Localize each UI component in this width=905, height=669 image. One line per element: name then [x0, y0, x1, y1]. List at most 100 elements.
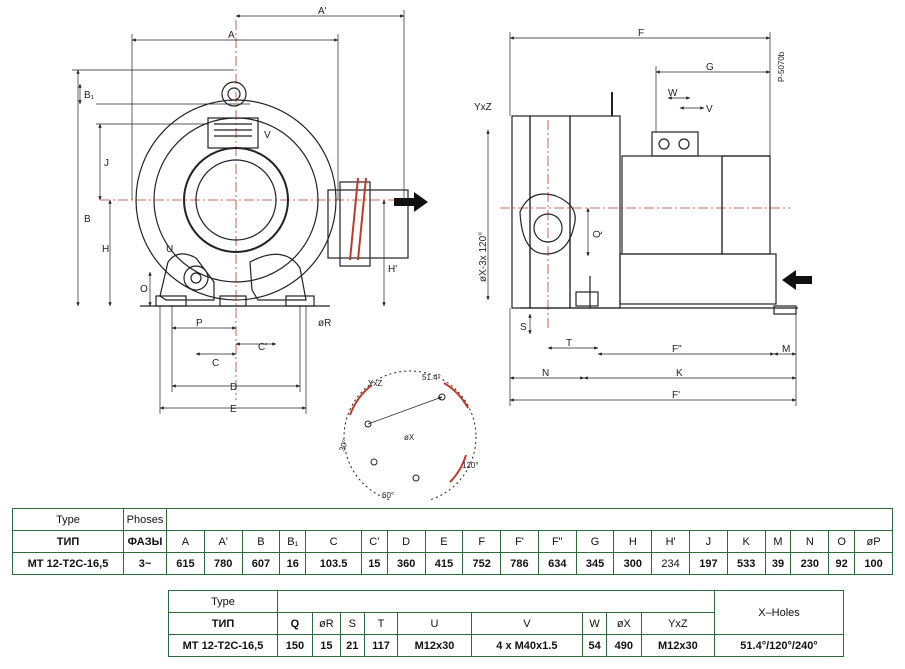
- label-f-dprime: F": [672, 344, 682, 355]
- value-cell: 16: [279, 552, 307, 575]
- technical-drawings: A' A B₁ B J H H' O U V P C C' D E øR: [72, 6, 812, 500]
- x-holes-value: 51.4°/120°/240°: [714, 634, 844, 657]
- col-header: A': [203, 530, 243, 553]
- front-view-drawing: [100, 20, 409, 400]
- label-v: V: [264, 130, 271, 141]
- col-header: B: [241, 530, 281, 553]
- col-header: J: [689, 530, 728, 553]
- label-b: B: [84, 214, 91, 225]
- col-header: C': [360, 530, 388, 553]
- model-cell: MT 12-T2C-16,5: [168, 634, 278, 657]
- fazy-label: ФАЗЫ: [123, 530, 167, 553]
- side-view-drawing: [500, 92, 798, 330]
- value-cell: 197: [689, 552, 728, 575]
- col-header: D: [386, 530, 426, 553]
- phase-cell: 3~: [123, 552, 167, 575]
- side-view-dimensions: [486, 32, 797, 406]
- col-header: F: [462, 530, 502, 553]
- label-n: N: [542, 368, 549, 379]
- col-header: O: [828, 530, 856, 553]
- type-label: Type: [12, 508, 124, 531]
- label-angle-120: 120°: [462, 461, 479, 470]
- label-e: E: [230, 404, 237, 415]
- value-cell: 117: [363, 634, 399, 657]
- label-m: M: [782, 344, 790, 355]
- value-cell: 634: [537, 552, 577, 575]
- label-p: P: [196, 318, 203, 329]
- label-j: J: [104, 158, 109, 169]
- col-header: N: [790, 530, 830, 553]
- model-cell: MT 12-T2C-16,5: [12, 552, 124, 575]
- label-a-prime: A': [318, 6, 327, 17]
- col-header: YxZ: [640, 612, 716, 635]
- value-cell: 360: [386, 552, 426, 575]
- col-header: F": [537, 530, 577, 553]
- value-cell: 234: [651, 552, 690, 575]
- dimensions-table: Type Phoses ТИП ФАЗЫ A A' B B₁ C C' D E …: [12, 508, 893, 575]
- value-cell: 21: [339, 634, 365, 657]
- label-k: K: [676, 368, 683, 379]
- value-cell: M12x30: [397, 634, 472, 657]
- col-header: Q: [277, 612, 313, 635]
- col-header: øX: [605, 612, 642, 635]
- value-cell: 752: [462, 552, 502, 575]
- col-header: U: [397, 612, 472, 635]
- flange-detail-drawing: [343, 370, 477, 500]
- label-u: U: [166, 244, 173, 255]
- col-header: F': [500, 530, 539, 553]
- value-cell: 92: [828, 552, 856, 575]
- label-phi-r: øR: [318, 318, 331, 329]
- value-cell: M12x30: [640, 634, 716, 657]
- label-t: T: [566, 338, 572, 349]
- label-yxz: YxZ: [474, 102, 492, 113]
- col-header: S: [339, 612, 365, 635]
- table-row: ТИП ФАЗЫ A A' B B₁ C C' D E F F' F" G H …: [12, 530, 893, 553]
- drawing-code: P-5070b: [777, 51, 786, 82]
- col-header: A: [166, 530, 205, 553]
- label-d: D: [230, 382, 237, 393]
- label-w: W: [668, 88, 678, 99]
- value-cell: 54: [582, 634, 607, 657]
- value-cell: 230: [790, 552, 830, 575]
- phases-label: Phoses: [123, 508, 167, 531]
- type-label: Type: [168, 590, 278, 613]
- label-angle-51: 51.4°: [422, 373, 441, 382]
- value-cell: 15: [311, 634, 341, 657]
- value-cell: 100: [854, 552, 893, 575]
- value-cell: 490: [605, 634, 642, 657]
- value-cell: 15: [360, 552, 388, 575]
- col-header: øR: [311, 612, 341, 635]
- table-row: MT 12-T2C-16,5 150 15 21 117 M12x30 4 x …: [168, 634, 844, 657]
- label-c: C: [212, 358, 219, 369]
- label-phi-x-holes: øX-3x 120°: [478, 232, 489, 282]
- header-spacer: [166, 508, 893, 531]
- label-f: F: [638, 28, 644, 39]
- value-cell: 345: [575, 552, 615, 575]
- col-header: øP: [854, 530, 893, 553]
- accessory-dimensions-table: Type X–Holes ТИП Q øR S T U V W øX YxZ M…: [168, 590, 844, 657]
- col-header: C: [305, 530, 362, 553]
- label-g: G: [706, 62, 714, 73]
- side-view-labels: F G W V YxZ øX-3x 120° Q S T F" M N K F'…: [474, 28, 790, 401]
- value-cell: 533: [726, 552, 766, 575]
- table-row: Type Phoses: [12, 508, 893, 531]
- x-holes-label: X–Holes: [714, 590, 844, 635]
- value-cell: 415: [424, 552, 464, 575]
- table-row: MT 12-T2C-16,5 3~ 615 780 607 16 103.5 1…: [12, 552, 893, 575]
- label-o: O: [140, 284, 148, 295]
- col-header: E: [424, 530, 464, 553]
- value-cell: 4 x M40x1.5: [470, 634, 584, 657]
- col-header: H': [651, 530, 690, 553]
- value-cell: 103.5: [305, 552, 362, 575]
- label-h-prime: H': [388, 264, 397, 275]
- label-s: S: [520, 322, 527, 333]
- label-c-prime: C': [258, 342, 267, 353]
- flange-detail-labels: YxZ 51.4° øX 120° 60° 30°: [337, 373, 478, 500]
- col-header: M: [764, 530, 792, 553]
- value-cell: 300: [613, 552, 653, 575]
- front-view-labels: A' A B₁ B J H H' O U V P C C' D E øR: [84, 6, 397, 415]
- label-b1: B₁: [84, 90, 95, 101]
- value-cell: 607: [241, 552, 281, 575]
- label-h: H: [102, 244, 109, 255]
- label-flange-phi-x: øX: [404, 433, 415, 442]
